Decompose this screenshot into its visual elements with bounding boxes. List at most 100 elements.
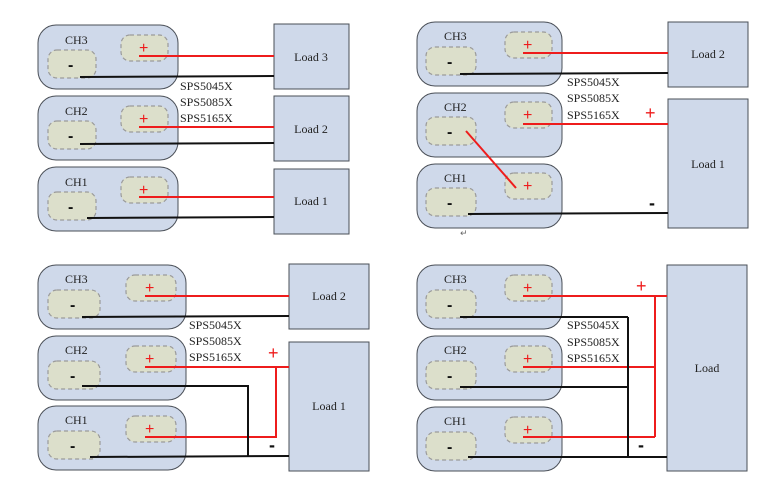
positive-terminal	[120, 105, 169, 133]
channel-label: CH1	[444, 171, 467, 185]
negative-sign: -	[70, 438, 75, 455]
positive-sign: +	[145, 421, 154, 438]
channel-label: CH2	[65, 104, 88, 118]
load-box	[273, 23, 350, 90]
negative-sign: -	[447, 368, 452, 385]
load-box	[288, 341, 370, 472]
load-label: Load 1	[312, 399, 346, 413]
model-label: SPS5165X	[189, 350, 242, 364]
channel-label: CH1	[65, 175, 88, 189]
positive-terminal	[120, 34, 169, 62]
channel-ch2: CH2 - +	[416, 92, 563, 158]
positive-sign: +	[139, 182, 148, 199]
positive-terminal	[125, 345, 177, 373]
model-label: SPS5045X	[180, 79, 233, 93]
model-label: SPS5165X	[567, 108, 620, 122]
channel-ch2: CH2 - +	[37, 335, 187, 401]
load-positive-marker: +	[645, 103, 656, 123]
panel-series: CH3 - + CH2 - + CH1 - + Load 2	[416, 21, 749, 239]
model-label: SPS5045X	[189, 318, 242, 332]
load-2: Load 2	[667, 21, 749, 88]
positive-sign: +	[145, 280, 154, 297]
negative-sign: -	[447, 297, 452, 314]
negative-terminal	[425, 431, 477, 461]
load-negative-marker: -	[638, 435, 644, 455]
channel-ch1: CH1 - +	[37, 166, 179, 232]
load-2: Load 2	[288, 263, 370, 330]
channel-label: CH3	[444, 272, 467, 286]
positive-terminal	[504, 274, 553, 302]
model-label: SPS5165X	[180, 111, 233, 125]
channel-ch1: CH1 - +	[37, 405, 187, 471]
load-box	[288, 263, 370, 330]
channel-label: CH1	[444, 414, 467, 428]
negative-sign: -	[70, 368, 75, 385]
negative-terminal	[425, 289, 477, 319]
return-mark: ↵	[460, 229, 468, 239]
load-1: Load 1	[288, 341, 370, 472]
channel-label: CH1	[65, 413, 88, 427]
negative-sign: -	[68, 57, 73, 74]
load-label: Load 2	[691, 47, 725, 61]
channel-ch3: CH3 - +	[416, 264, 563, 330]
channel-ch3: CH3 - +	[416, 21, 563, 87]
negative-wire	[81, 315, 290, 318]
load-label: Load 1	[691, 157, 725, 171]
load-negative-marker: -	[269, 435, 275, 455]
load-box	[667, 21, 749, 88]
positive-terminal	[125, 274, 177, 302]
negative-terminal	[425, 360, 477, 390]
positive-bus-wire	[145, 367, 277, 438]
panel-independent: CH3 - + CH2 - + CH1 - + Load 3	[37, 23, 350, 235]
channel-label: CH2	[444, 100, 467, 114]
positive-sign: +	[523, 351, 532, 368]
positive-terminal	[504, 172, 553, 200]
load-1: Load 1	[273, 168, 350, 235]
load-label: Load 2	[294, 122, 328, 136]
negative-wire	[79, 75, 275, 78]
negative-sign: -	[447, 439, 452, 456]
negative-wire	[459, 72, 669, 75]
model-label: SPS5085X	[567, 335, 620, 349]
load-negative-marker: -	[649, 193, 655, 213]
channel-ch1: CH1 - +	[416, 163, 563, 229]
channel-ch3: CH3 - +	[37, 24, 179, 90]
positive-terminal	[125, 415, 177, 443]
load-1: Load 1	[667, 98, 749, 229]
negative-sign: -	[68, 199, 73, 216]
negative-sign: -	[68, 128, 73, 145]
series-link-wire	[465, 130, 517, 189]
model-label: SPS5085X	[189, 334, 242, 348]
negative-terminal	[47, 49, 97, 79]
load-label: Load	[695, 361, 720, 375]
negative-terminal	[47, 430, 101, 460]
positive-sign: +	[523, 422, 532, 439]
negative-terminal	[425, 187, 477, 217]
positive-terminal	[504, 345, 553, 373]
model-label: SPS5045X	[567, 318, 620, 332]
load-box	[273, 95, 350, 162]
load-label: Load 1	[294, 194, 328, 208]
negative-terminal	[47, 191, 97, 221]
negative-wire	[467, 212, 669, 215]
channel-ch3: CH3 - +	[37, 264, 187, 330]
panel-parallel-ch1-ch2: CH3 - + CH2 - + CH1 - + Load 2	[37, 263, 370, 472]
negative-sign: -	[447, 54, 452, 71]
positive-sign: +	[523, 280, 532, 297]
negative-sign: -	[447, 124, 452, 141]
negative-terminal	[425, 46, 477, 76]
channel-label: CH3	[65, 33, 88, 47]
channel-ch2: CH2 - +	[416, 335, 563, 401]
negative-terminal	[47, 120, 97, 150]
load: Load	[666, 264, 748, 472]
positive-sign: +	[523, 178, 532, 195]
load-2: Load 2	[273, 95, 350, 162]
load-box	[666, 264, 748, 472]
channel-ch1: CH1 - +	[416, 406, 563, 472]
positive-terminal	[504, 31, 553, 59]
load-box	[667, 98, 749, 229]
negative-wire	[89, 455, 290, 458]
positive-sign: +	[523, 107, 532, 124]
load-label: Load 2	[312, 289, 346, 303]
